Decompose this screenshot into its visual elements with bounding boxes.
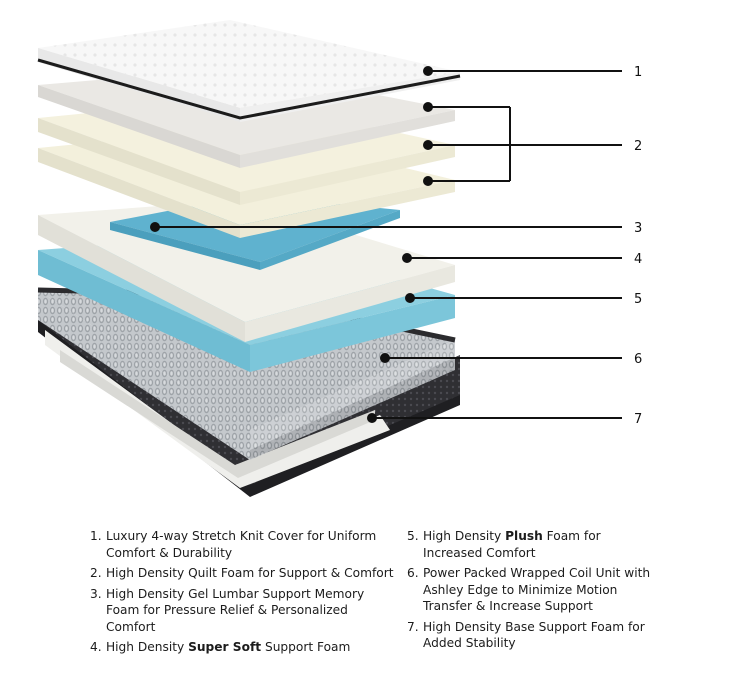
legend-item-text: High Density Gel Lumbar Support Memory F…: [106, 586, 365, 634]
legend-item-number: 2.: [90, 566, 102, 580]
legend-item-text: High Density Base Support Foam for Added…: [423, 619, 645, 651]
legend-item: 4. High Density Super Soft Support Foam: [90, 639, 400, 656]
callout-number: 4: [634, 252, 642, 267]
legend-item-number: 7.: [407, 619, 419, 634]
legend-item: 5. High Density Plush Foam for Increased…: [407, 528, 657, 561]
legend-right-column: 5. High Density Plush Foam for Increased…: [407, 528, 657, 656]
legend-item-text: Power Packed Wrapped Coil Unit with Ashl…: [423, 566, 651, 613]
legend-left-column: 1. Luxury 4-way Stretch Knit Cover for U…: [90, 528, 400, 660]
legend-item: 1. Luxury 4-way Stretch Knit Cover for U…: [90, 528, 400, 561]
legend-item-text: High Density Quilt Foam for Support & Co…: [106, 566, 394, 580]
legend-item-text: High Density Super Soft Support Foam: [106, 640, 351, 654]
legend-item-number: 6.: [407, 566, 419, 580]
mattress-layers-diagram: 1 2 3 4 5 6 7: [37, 20, 642, 497]
callout-number: 5: [634, 292, 642, 307]
callout-lines: [150, 66, 622, 423]
legend-item-text: High Density Plush Foam for Increased Co…: [423, 529, 601, 560]
callout-number: 2: [634, 139, 642, 154]
knit-cover-layer: [37, 20, 461, 122]
legend-item: 6. Power Packed Wrapped Coil Unit with A…: [407, 565, 657, 615]
legend-item: 7. High Density Base Support Foam for Ad…: [407, 619, 657, 652]
callout-number: 3: [634, 221, 642, 236]
callout-numbers: 1 2 3 4 5 6 7: [634, 65, 642, 427]
callout-number: 7: [634, 412, 642, 427]
callout-number: 6: [634, 352, 642, 367]
legend-item: 3. High Density Gel Lumbar Support Memor…: [90, 586, 400, 636]
legend-item: 2. High Density Quilt Foam for Support &…: [90, 565, 400, 582]
legend-item-number: 4.: [90, 640, 102, 654]
base-foam-layer: [38, 300, 460, 497]
legend-item-number: 5.: [407, 529, 419, 543]
legend-item-text: Luxury 4-way Stretch Knit Cover for Unif…: [106, 529, 377, 560]
callout-number: 1: [634, 65, 642, 80]
legend-item-number: 1.: [90, 529, 102, 543]
legend-item-number: 3.: [90, 586, 102, 601]
